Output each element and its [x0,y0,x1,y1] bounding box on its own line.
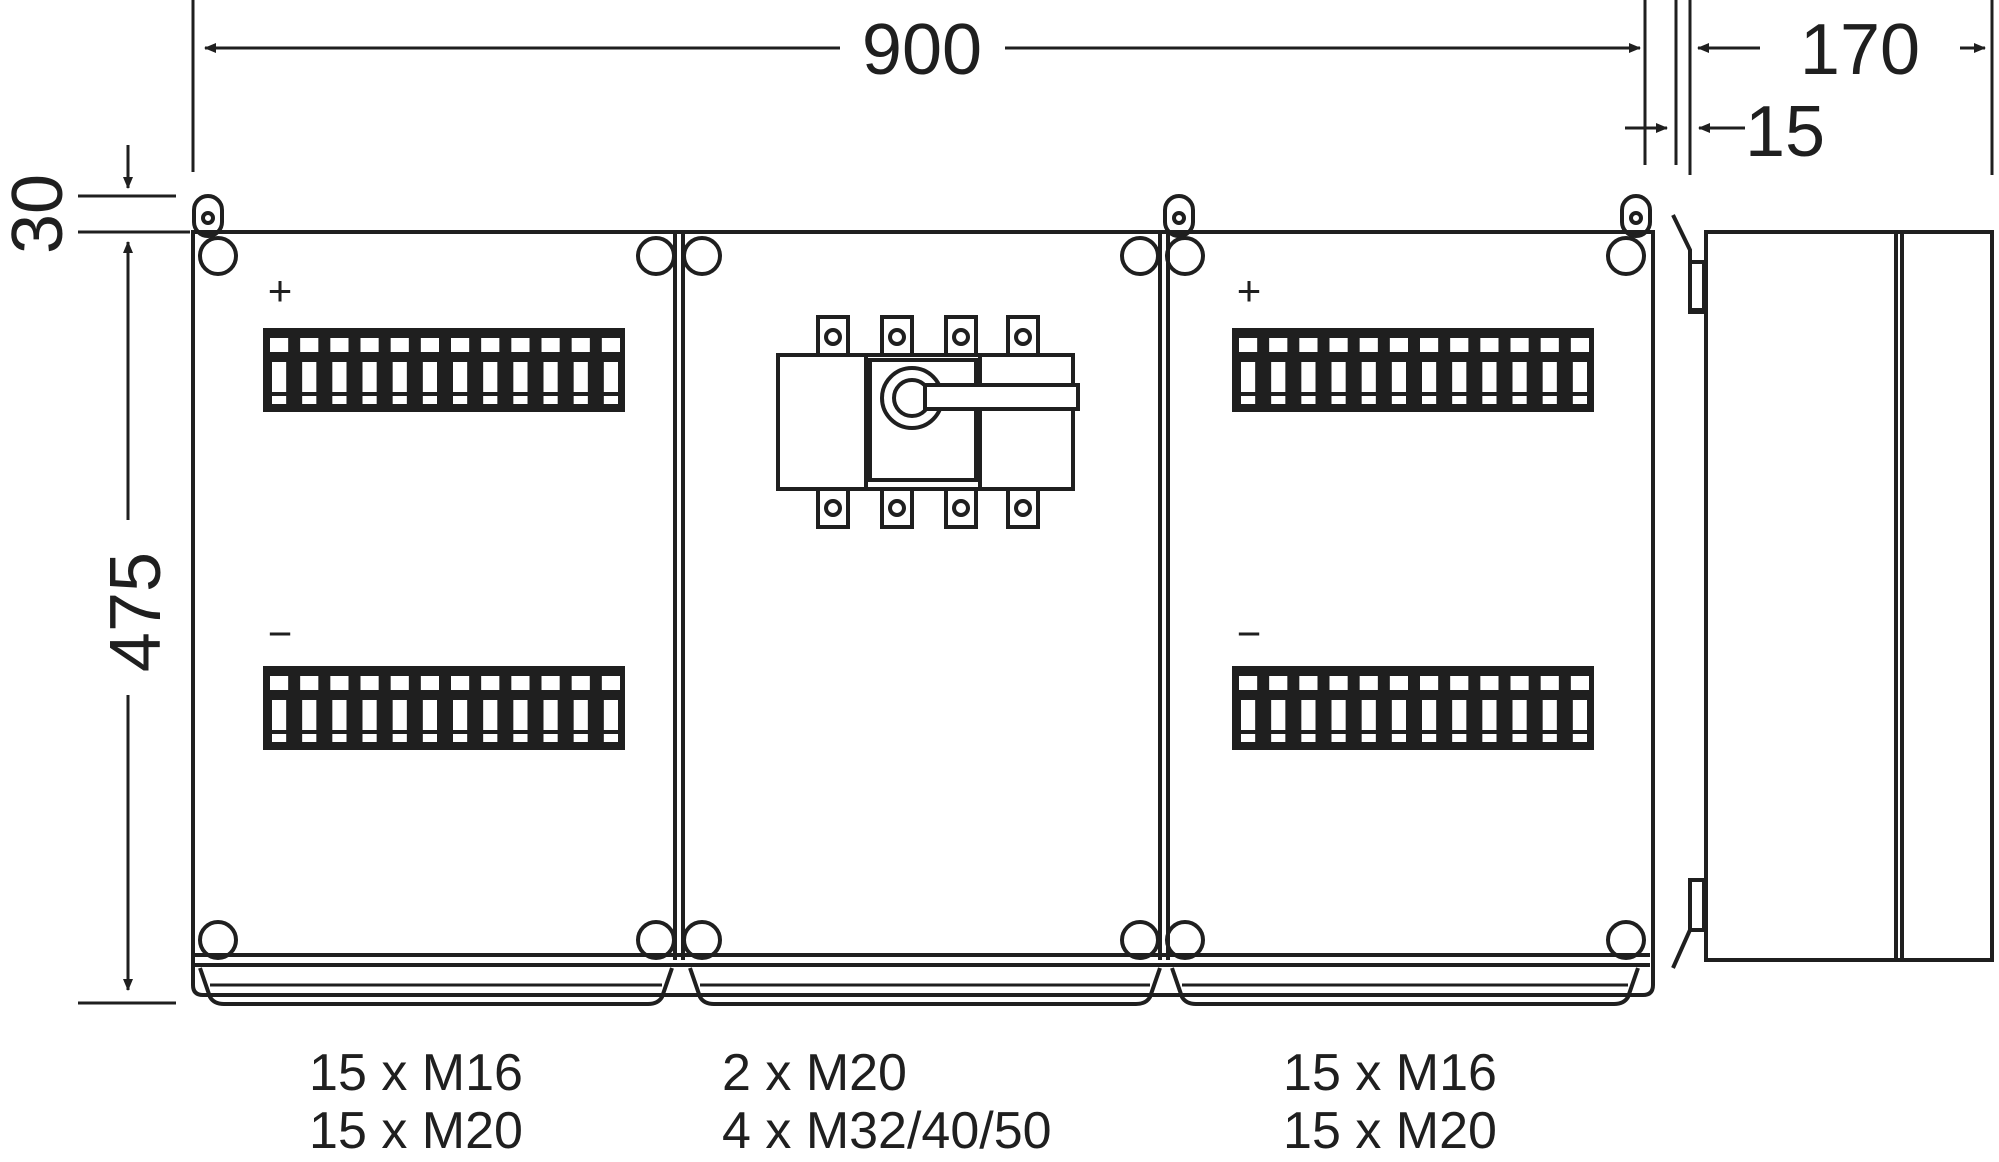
terminal-clamp [541,676,560,742]
gland-plate-left [198,967,674,1006]
switch-top-terminals [816,315,1040,361]
terminal-clamp [1450,676,1469,742]
dim-depth-label: 170 [1800,10,1920,90]
terminal-clamp [451,676,470,742]
terminal-clamp [1510,338,1529,404]
front-view [191,194,1655,1006]
terminal-clamp [451,338,470,404]
terminal-clamp [1299,676,1318,742]
terminal-clamp [511,676,530,742]
terminal-clamp [360,676,379,742]
terminal-clamp [1269,676,1288,742]
terminal-clamp [1239,338,1258,404]
terminal-clamp [601,338,620,404]
terminal-clamp [481,338,500,404]
terminal-clamp [270,338,289,404]
terminal-clamp [1389,338,1408,404]
terminal-clamp [481,676,500,742]
terminal-clamp [1540,338,1559,404]
terminal-clamp [1329,338,1348,404]
right-minus-terminal-block [1232,666,1594,750]
terminal-clamp [300,338,319,404]
left-minus-sign: − [268,610,293,657]
gland-plate-middle [688,967,1162,1006]
right-plus-sign: + [1237,267,1262,314]
switch-handle-lever [923,383,1080,411]
right-minus-sign: − [1237,610,1262,657]
terminal-clamp [1480,338,1499,404]
terminal-clamp [1540,676,1559,742]
terminal-clamp [571,676,590,742]
right-plus-terminal-block [1232,328,1594,412]
middle-gland-line-2: 4 x M32/40/50 [722,1102,1052,1160]
terminal-clamp [1359,676,1378,742]
terminal-clamp [1510,676,1529,742]
terminal-blocks [263,328,1594,750]
disconnect-switch [776,315,1080,529]
side-view [1671,214,1994,969]
right-gland-line-2: 15 x M20 [1283,1102,1497,1160]
dimension-lines [78,0,1994,1005]
mounting-lugs [192,194,1652,238]
switch-bottom-terminals [816,487,1040,529]
cover-screws [198,236,1646,960]
terminal-clamp [1570,338,1589,404]
terminal-clamp [420,338,439,404]
left-plus-sign: + [268,267,293,314]
dim-top-offset-label: 30 [0,174,78,254]
terminal-clamp [1359,338,1378,404]
terminal-clamp [360,338,379,404]
terminal-block-body [1232,666,1594,750]
dim-gap-label: 15 [1745,92,1825,172]
terminal-clamp [1299,338,1318,404]
terminal-clamp [601,676,620,742]
gland-plate-right [1170,967,1640,1006]
right-gland-line-1: 15 x M16 [1283,1044,1497,1102]
terminal-clamp [1480,676,1499,742]
left-minus-terminal-block [263,666,625,750]
dim-height-label: 475 [96,552,176,672]
terminal-clamp [541,338,560,404]
terminal-clamp [300,676,319,742]
terminal-clamp [511,338,530,404]
left-gland-line-2: 15 x M20 [309,1102,523,1160]
terminal-block-body [263,328,625,412]
enclosure-outline [191,230,1655,997]
terminal-clamp [330,338,349,404]
dim-width-label: 900 [862,10,982,90]
terminal-clamp [1239,676,1258,742]
terminal-clamp [571,338,590,404]
terminal-clamp [1450,338,1469,404]
terminal-clamp [390,338,409,404]
left-gland-line-1: 15 x M16 [309,1044,523,1102]
terminal-clamp [390,676,409,742]
terminal-block-body [1232,328,1594,412]
terminal-clamp [1420,676,1439,742]
terminal-clamp [270,676,289,742]
terminal-clamp [1570,676,1589,742]
left-plus-terminal-block [263,328,625,412]
terminal-clamp [1329,676,1348,742]
terminal-clamp [1269,338,1288,404]
terminal-clamp [330,676,349,742]
side-body [1704,230,1994,962]
middle-gland-line-1: 2 x M20 [722,1044,907,1102]
terminal-clamp [420,676,439,742]
terminal-clamp [1389,676,1408,742]
terminal-clamp [1420,338,1439,404]
terminal-block-body [263,666,625,750]
